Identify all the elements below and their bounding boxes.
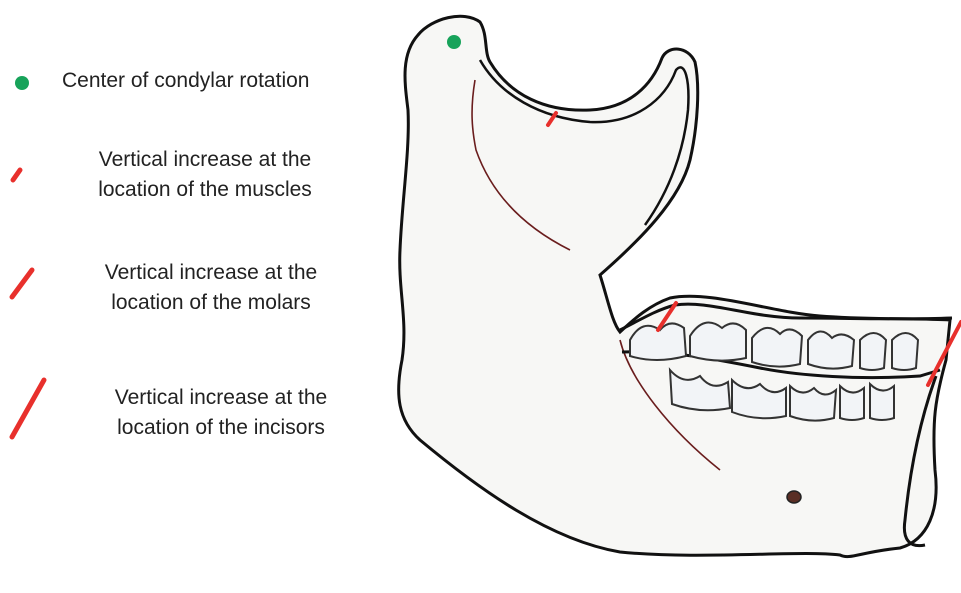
premolar-crown [752, 328, 802, 367]
condyle-rotation-marker [447, 35, 461, 49]
mandible-body [399, 16, 950, 556]
legend-label-incisors: Vertical increase at the location of the… [86, 383, 356, 443]
legend-line: location of the muscles [70, 175, 340, 205]
medium-red-line-marker [12, 270, 32, 297]
legend-label-condyle: Center of condylar rotation [62, 66, 309, 96]
incisor-crown [860, 333, 886, 370]
short-red-line-marker [13, 170, 20, 180]
molar-crown [690, 323, 746, 361]
legend-label-muscles: Vertical increase at the location of the… [70, 145, 340, 205]
legend-line: Center of condylar rotation [62, 69, 309, 92]
mandible-illustration [380, 0, 961, 593]
legend-label-molars: Vertical increase at the location of the… [76, 258, 346, 318]
legend-line: Vertical increase at the [86, 383, 356, 413]
legend-line: location of the molars [76, 288, 346, 318]
premolar-crown [808, 331, 854, 368]
legend-line: Vertical increase at the [70, 145, 340, 175]
legend-line: location of the incisors [86, 413, 356, 443]
legend: Center of condylar rotation Vertical inc… [0, 0, 400, 593]
long-red-line-marker [12, 380, 44, 437]
legend-line: Vertical increase at the [76, 258, 346, 288]
incisor-crown [892, 333, 918, 370]
green-dot-marker [15, 76, 29, 90]
mental-foramen [787, 491, 801, 503]
